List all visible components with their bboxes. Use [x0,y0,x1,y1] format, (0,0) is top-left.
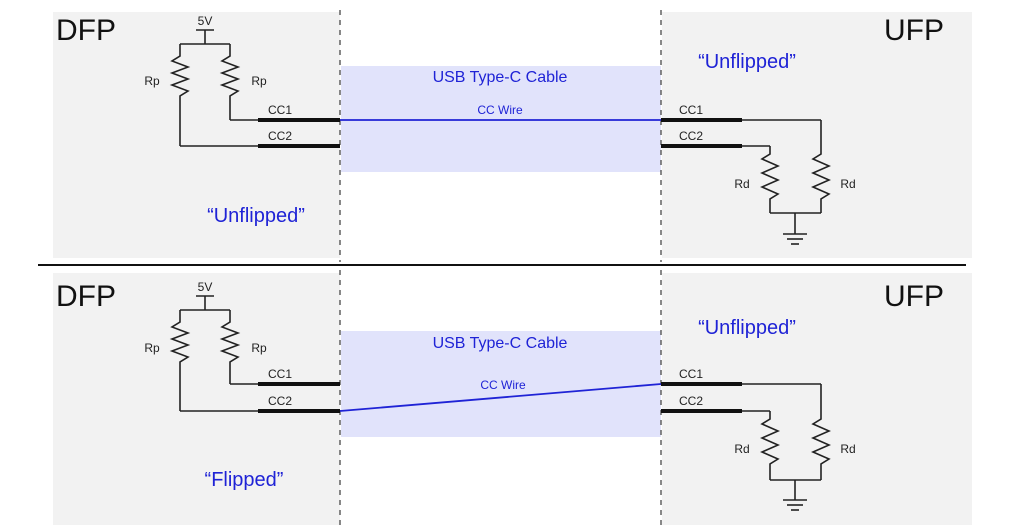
ufp-cc2-label: CC2 [679,129,703,143]
dfp-cc1-label: CC1 [268,367,292,381]
rd-right-resistor [811,384,831,480]
dfp-background [53,273,340,525]
dfp-background [53,12,340,258]
rp-left-label: Rp [144,341,160,355]
ufp-cc1-label: CC1 [679,367,703,381]
ufp-background [662,12,972,258]
ufp-cc1-label: CC1 [679,103,703,117]
rd-right-label: Rd [840,177,855,191]
rd-right-resistor [811,120,831,213]
rp-right-label: Rp [251,74,267,88]
ufp-cc2-label: CC2 [679,394,703,408]
panel-flipped: DFP UFP 5V Rp Rp CC1 CC2 USB Type-C Cabl… [53,270,972,525]
rd-left-label: Rd [734,177,749,191]
cable-region [341,331,661,437]
supply-label: 5V [198,14,213,28]
cc-wire-label: CC Wire [480,378,526,392]
ufp-title: UFP [884,280,944,313]
rp-left-resistor [169,310,191,411]
cable-region [341,66,661,172]
ground-icon [783,233,807,245]
ufp-orientation-label: “Unflipped” [698,317,796,339]
ufp-title: UFP [884,14,944,47]
rp-left-resistor [169,44,191,146]
dfp-orientation-label: “Unflipped” [207,205,305,227]
rp-right-resistor [219,44,241,120]
ufp-background [662,273,972,525]
dfp-cc1-label: CC1 [268,103,292,117]
dfp-title: DFP [56,14,116,47]
rp-left-label: Rp [144,74,160,88]
rd-left-resistor [760,146,780,213]
rp-right-resistor [219,310,241,384]
cc-wire-label: CC Wire [477,103,523,117]
panel-unflipped: DFP UFP 5V Rp Rp CC1 CC2 USB Type-C Cabl… [53,10,972,262]
dfp-title: DFP [56,280,116,313]
supply-label: 5V [198,280,213,294]
ufp-orientation-label: “Unflipped” [698,51,796,73]
cc-wire [339,383,662,412]
dfp-cc2-label: CC2 [268,394,292,408]
rd-right-label: Rd [840,442,855,456]
ground-icon [783,499,807,511]
rd-left-resistor [760,411,780,480]
rd-left-label: Rd [734,442,749,456]
cable-label: USB Type-C Cable [433,335,568,352]
cable-label: USB Type-C Cable [433,69,568,86]
dfp-orientation-label: “Flipped” [205,469,284,491]
rp-right-label: Rp [251,341,267,355]
dfp-cc2-label: CC2 [268,129,292,143]
